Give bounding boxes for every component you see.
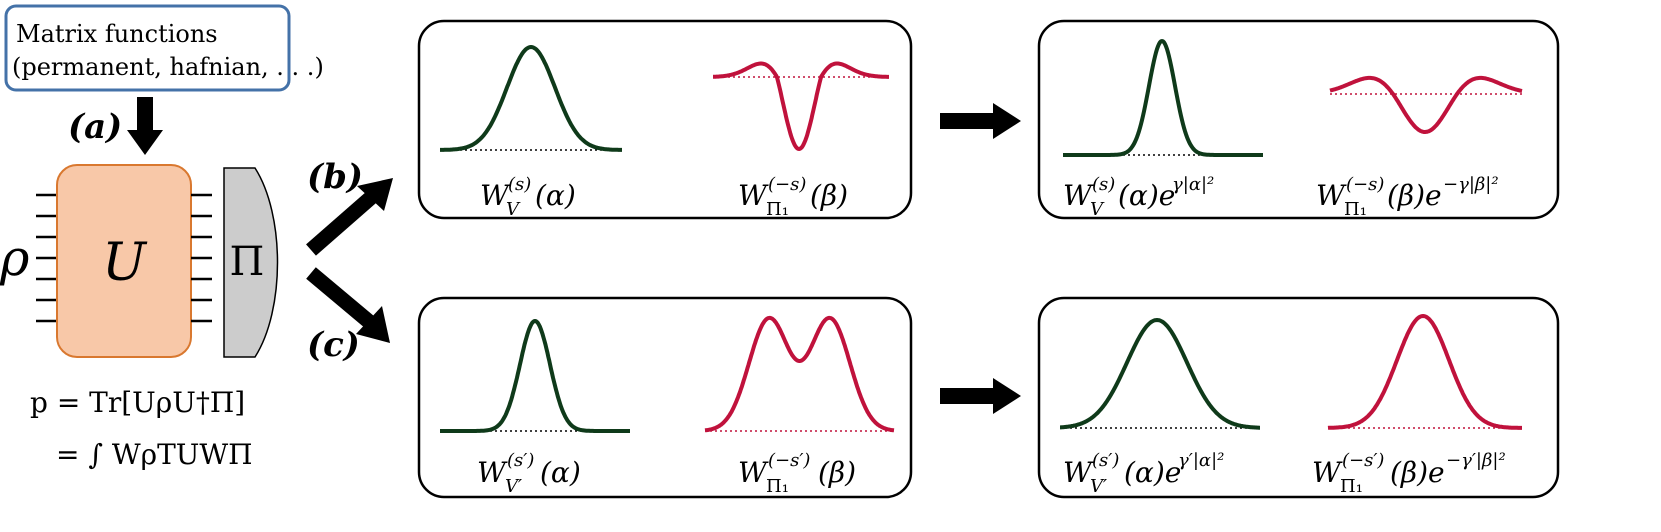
unitary-label: U	[102, 233, 148, 293]
caption-w-v-arg: (α)e	[1124, 456, 1181, 489]
caption-w-v: W	[1063, 179, 1094, 212]
pi-label: Π	[230, 239, 265, 285]
caption-w-v-sub: V′	[505, 476, 522, 497]
curve-green-c-left	[438, 319, 631, 433]
caption-w-pi-sub: Π₁	[766, 476, 789, 497]
formula-line1: p = Tr[UρU†Π]	[30, 386, 245, 419]
measurement-detector: Π	[223, 167, 279, 358]
caption-w-pi-arg: (β)	[810, 179, 848, 212]
baselines	[440, 76, 1522, 432]
arrow-right-icon	[940, 378, 1021, 414]
caption-w-v-sup: (s)	[508, 174, 531, 195]
caption-w-pi-arg: (β)e	[1387, 179, 1442, 212]
caption-w-pi-sup: (−s′)	[1342, 450, 1384, 471]
curve-red-c-right	[1327, 314, 1523, 430]
caption-w-pi-sub: Π₁	[1344, 199, 1367, 220]
arrow-diagonal-up-icon	[306, 178, 393, 256]
caption-w-v: W	[1063, 456, 1094, 489]
arrow-diagonal-down-icon	[306, 267, 390, 343]
caption-w-pi-arg: (β)e	[1390, 456, 1445, 489]
matrix-box-line1: Matrix functions	[16, 20, 218, 48]
caption-w-pi-sup: (−s)	[1346, 174, 1384, 195]
caption-w-pi-sub: Π₁	[1340, 476, 1363, 497]
caption-w-v-sub: V	[1090, 199, 1105, 220]
curve-green-b-right	[1062, 39, 1264, 157]
matrix-functions-box: Matrix functions (permanent, hafnian, . …	[4, 4, 324, 92]
caption-w-v: W	[480, 179, 511, 212]
caption-w-pi: W	[738, 456, 769, 489]
panel-b-right	[1037, 19, 1560, 220]
caption-w-pi-sub: Π₁	[766, 199, 789, 220]
panel-c-left	[417, 296, 913, 499]
caption-w-v: W	[477, 456, 508, 489]
curve-green-b-left	[438, 45, 624, 152]
caption-w-pi: W	[1312, 456, 1343, 489]
caption-w-v-sub: V′	[1090, 476, 1107, 497]
caption-w-pi: W	[738, 179, 769, 212]
caption-w-v-arg: (α)	[540, 456, 581, 489]
panel-b-left	[417, 19, 913, 220]
curve-green-c-right	[1059, 318, 1261, 430]
curve-red-b-right	[1329, 75, 1523, 134]
caption-w-pi-exp: −γ|β|²	[1443, 174, 1499, 195]
caption-w-pi-arg: (β)	[818, 456, 856, 489]
input-wires	[36, 193, 58, 323]
caption-w-pi: W	[1316, 179, 1347, 212]
output-wires	[191, 193, 212, 323]
panel-c-right	[1037, 296, 1560, 499]
curve-red-c-left	[703, 315, 896, 433]
caption-w-v-arg: (α)e	[1118, 179, 1175, 212]
caption-w-v-exp: γ|α|²	[1172, 174, 1214, 195]
formula-line2: = ∫ WρTUWΠ	[56, 438, 253, 471]
caption-w-v-sub: V	[506, 199, 521, 220]
caption-w-v-sup: (s)	[1092, 174, 1115, 195]
label-a: (a)	[68, 107, 122, 147]
caption-w-pi-sup: (−s)	[768, 174, 806, 195]
label-c: (c)	[307, 325, 360, 365]
caption-w-pi-sup: (−s′)	[768, 450, 810, 471]
caption-w-v-sup: (s′)	[1092, 450, 1119, 471]
curve-red-b-left	[711, 61, 891, 151]
caption-w-v-exp: γ′|α|²	[1178, 450, 1224, 471]
arrow-right-icon	[940, 103, 1021, 139]
caption-w-v-sup: (s′)	[507, 450, 534, 471]
caption-w-v-arg: (α)	[535, 179, 576, 212]
curves	[438, 39, 1523, 433]
unitary-box: U	[56, 164, 192, 358]
matrix-box-line2: (permanent, hafnian, . . .)	[12, 53, 324, 81]
label-b: (b)	[307, 157, 363, 197]
arrow-down-icon	[127, 97, 163, 155]
caption-w-pi-exp: −γ′|β|²	[1446, 450, 1506, 471]
rho-symbol: ρ	[0, 229, 30, 287]
